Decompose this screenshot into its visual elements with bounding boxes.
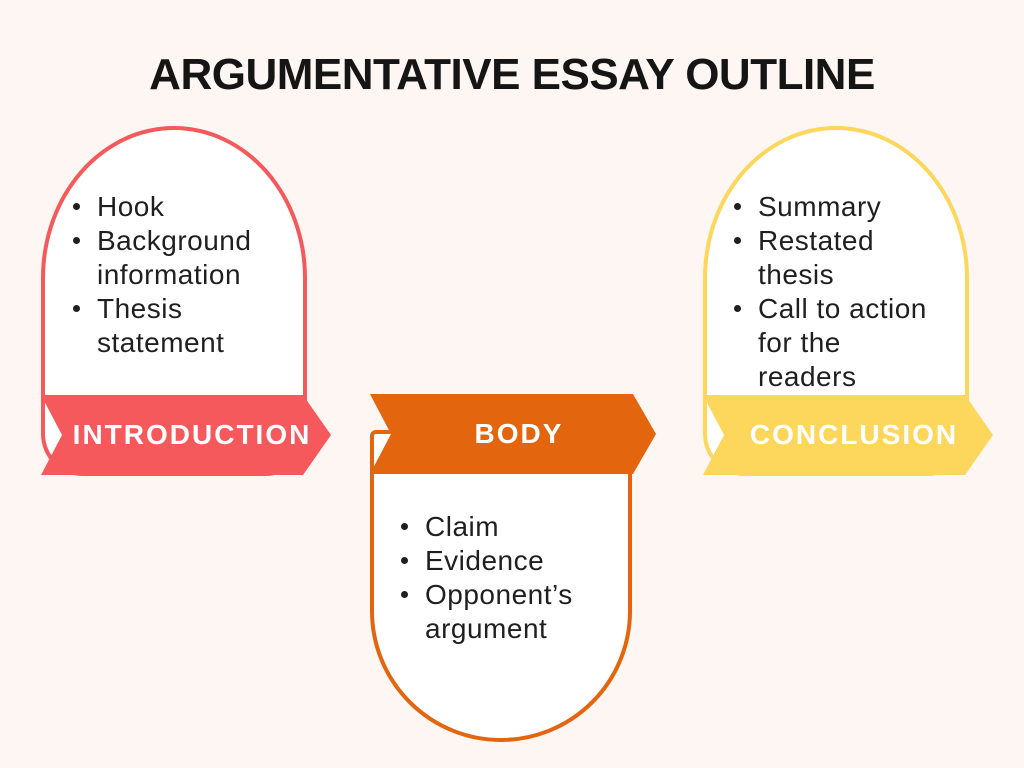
introduction-banner-label: INTRODUCTION [72,419,312,450]
bullet-icon [73,203,80,210]
list-item: Hook [71,190,289,224]
bullet-icon [734,203,741,210]
conclusion-banner: CONCLUSION [703,395,993,475]
list-item-text: Evidence [425,545,545,576]
list-item: Evidence [399,544,616,578]
list-item: Thesis statement [71,292,289,360]
list-item-text: Summary [758,191,882,222]
bullet-icon [73,305,80,312]
list-item-text: Claim [425,511,500,542]
list-item: Restated thesis [732,224,945,292]
conclusion-banner-label: CONCLUSION [749,419,959,450]
list-item: Summary [732,190,945,224]
list-item: Opponent’s argument [399,578,616,646]
list-item-text: Opponent’s argument [425,579,573,644]
bullet-icon [401,523,408,530]
list-item-text: Call to action for the readers [758,293,927,392]
list-item-text: Thesis statement [97,293,225,358]
list-item-text: Hook [97,191,165,222]
bullet-icon [401,591,408,598]
bullet-icon [401,557,408,564]
list-item-text: Background information [97,225,252,290]
bullet-icon [734,237,741,244]
bullet-icon [734,305,741,312]
body-banner: BODY [370,394,656,474]
body-banner-label: BODY [474,418,564,449]
list-item: Claim [399,510,616,544]
conclusion-list: Summary Restated thesis Call to action f… [707,130,965,394]
list-item: Background information [71,224,289,292]
introduction-list: Hook Background information Thesis state… [45,130,303,360]
bullet-icon [73,237,80,244]
body-card: Claim Evidence Opponent’s argument [370,430,632,742]
list-item-text: Restated thesis [758,225,875,290]
list-item: Call to action for the readers [732,292,945,394]
body-list: Claim Evidence Opponent’s argument [374,434,628,646]
introduction-banner: INTRODUCTION [41,395,331,475]
page-title: ARGUMENTATIVE ESSAY OUTLINE [149,50,875,99]
